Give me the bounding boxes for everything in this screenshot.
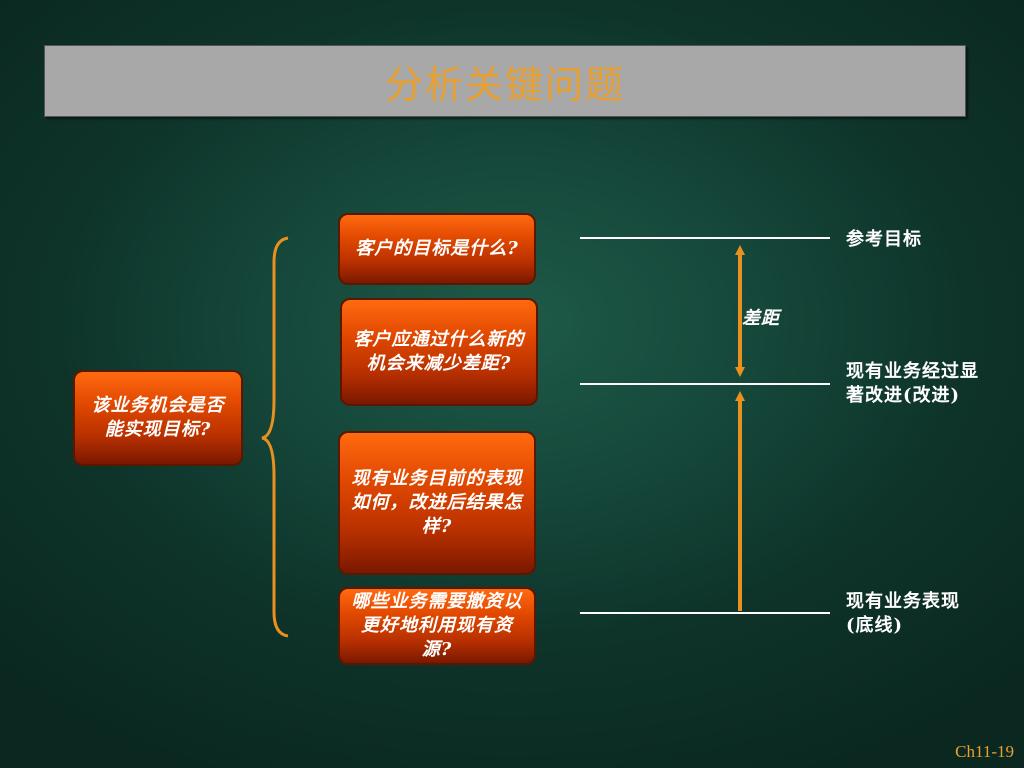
baseline-level-label: 现有业务表现(底线) [846, 591, 960, 636]
main-question-box: 该业务机会是否能实现目标? [73, 370, 243, 466]
question-box-3: 现有业务目前的表现如何，改进后结果怎样? [338, 431, 536, 575]
gap-label: 差距 [742, 308, 780, 329]
question-box-2: 客户应通过什么新的机会来减少差距? [340, 298, 538, 406]
slide-number: Ch11-19 [955, 742, 1014, 761]
question-text-2: 客户应通过什么新的机会来减少差距? [353, 329, 525, 374]
title-bar: 分析关键问题 [44, 45, 966, 117]
main-question-text: 该业务机会是否能实现目标? [91, 395, 225, 440]
slide-title: 分析关键问题 [384, 62, 625, 107]
question-box-1: 客户的目标是什么? [338, 213, 536, 285]
curly-brace [261, 236, 289, 638]
question-text-3: 现有业务目前的表现如何，改进后结果怎样? [351, 468, 523, 537]
reference-target-label: 参考目标 [846, 229, 922, 250]
question-box-4: 哪些业务需要撤资以更好地利用现有资源? [338, 587, 536, 665]
question-text-4: 哪些业务需要撤资以更好地利用现有资源? [351, 591, 523, 660]
question-text-1: 客户的目标是什么? [355, 238, 519, 259]
improved-level-label: 现有业务经过显著改进(改进) [846, 361, 979, 406]
